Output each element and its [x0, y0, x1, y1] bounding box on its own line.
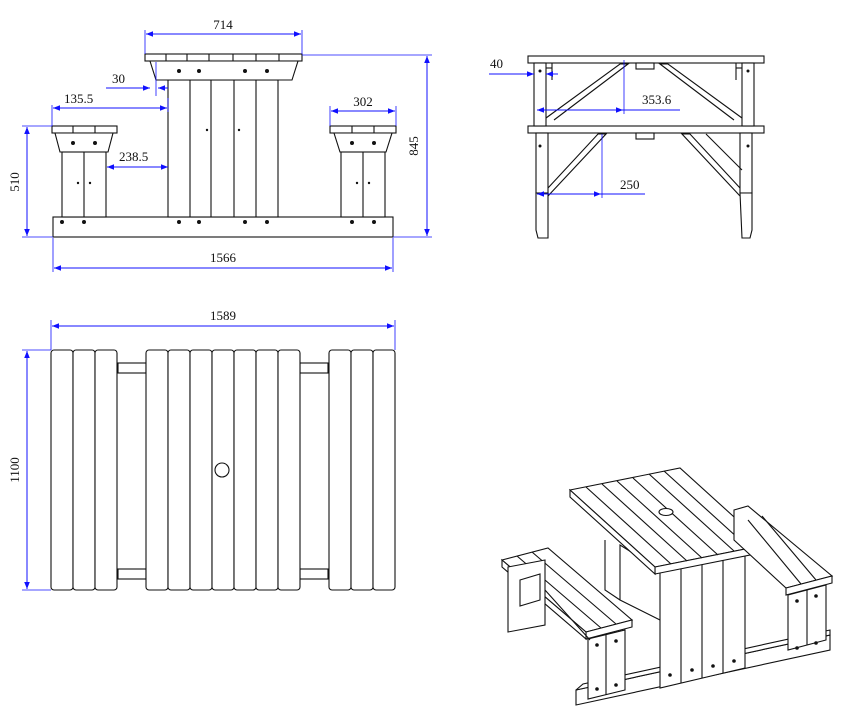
plan-table-top: [145, 349, 301, 591]
plan-left-bench: [50, 349, 118, 591]
dim-lower-brace: 250: [620, 177, 640, 192]
plan-view: [50, 349, 396, 591]
side-right-leg-upper: [741, 62, 755, 127]
dim-top-width: 714: [213, 17, 233, 32]
dim-bench-offset: 135.5: [64, 91, 93, 106]
isometric-view: [500, 467, 834, 706]
side-lower-left-brace: [547, 133, 608, 197]
side-left-leg-lower: [535, 132, 549, 194]
side-upper-right-brace: [658, 63, 743, 121]
front-bolts: [60, 69, 376, 224]
iso-umbrella-hole: [658, 507, 674, 517]
side-lower-right-brace: [680, 133, 741, 197]
side-elevation-view: [527, 55, 765, 239]
front-left-bench-seat: [51, 125, 118, 134]
front-table-frame: [149, 60, 299, 81]
side-seat-level: [527, 125, 765, 134]
dim-bench-gap: 238.5: [119, 149, 148, 164]
dim-overall-length: 1566: [210, 250, 237, 265]
front-elevation-view: [51, 53, 397, 238]
side-right-foot: [739, 192, 753, 239]
plan-dimensions: 1589 1100: [7, 308, 396, 591]
front-left-bench-frame: [54, 132, 114, 153]
plan-umbrella-hole: [214, 462, 230, 478]
front-table-pedestal: [167, 79, 279, 218]
iso-right-bench-seat: [733, 505, 834, 589]
front-right-bench-frame: [333, 132, 393, 153]
side-table-top: [527, 55, 765, 64]
plan-right-bench: [328, 349, 396, 591]
front-base-rail: [52, 216, 394, 238]
front-dimensions: 714 30 135.5 302 238.5 510 845 1566: [7, 17, 432, 272]
dim-top-brace: 353.6: [642, 92, 672, 107]
dim-bench-width: 302: [353, 94, 373, 109]
side-right-leg-lower: [739, 132, 753, 194]
dim-overall-height: 845: [406, 136, 421, 156]
dim-table-overhang: 30: [112, 71, 125, 86]
dim-plan-width: 1100: [7, 457, 22, 483]
dim-plan-length: 1589: [210, 308, 236, 323]
front-right-bench-seat: [329, 125, 397, 134]
side-upper-left-brace: [545, 63, 630, 121]
dim-board-thickness: 40: [490, 56, 503, 71]
side-left-foot: [535, 192, 549, 239]
side-dimensions: 40 353.6 250: [489, 56, 680, 198]
dim-bench-height: 510: [7, 172, 22, 192]
